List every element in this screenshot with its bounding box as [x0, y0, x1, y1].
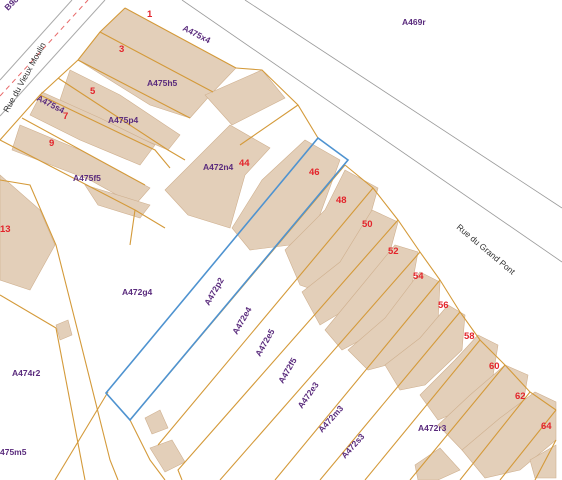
parcel-ref: A472p2 — [202, 276, 226, 307]
parcel-ref: A472s3 — [339, 431, 367, 460]
house-number: 7 — [63, 111, 68, 122]
parcel-ref: A474r2 — [12, 368, 41, 378]
house-number: 1 — [147, 9, 153, 20]
house-number: 5 — [90, 86, 96, 97]
house-number: 62 — [515, 391, 526, 402]
parcel-ref: 475m5 — [0, 447, 27, 457]
street-code-label: B98 — [2, 0, 20, 12]
parcel-ref: A472e5 — [253, 327, 277, 358]
house-number: 52 — [388, 246, 399, 257]
house-number: 46 — [309, 167, 320, 178]
house-number: 9 — [49, 138, 54, 149]
house-number: 60 — [489, 361, 500, 372]
house-numbers: 1 3 5 7 9 13 44 46 48 50 52 54 56 58 60 … — [0, 9, 552, 432]
house-number: 13 — [0, 224, 11, 235]
parcel-ref: A475p4 — [108, 115, 139, 125]
parcel-ref: A472r3 — [418, 423, 447, 433]
parcel-ref: A472e4 — [230, 305, 254, 336]
rue-vieux-moulin-road — [0, 0, 106, 117]
house-number: 48 — [336, 195, 347, 206]
parcel-ref: A472m3 — [316, 403, 345, 434]
house-number: 64 — [541, 421, 552, 432]
selected-parcel-outline[interactable] — [104, 136, 350, 422]
house-number: 54 — [413, 271, 424, 282]
house-number: 50 — [362, 219, 373, 230]
house-number: 56 — [438, 300, 449, 311]
buildings — [0, 7, 557, 480]
house-number: 3 — [119, 44, 124, 55]
parcel-ref: A472f5 — [276, 356, 299, 385]
house-number: 44 — [239, 158, 250, 169]
street-label-grand-pont: Rue du Grand Pont — [455, 222, 518, 277]
parcel-ref: A472g4 — [122, 287, 153, 297]
parcel-ref: A469r — [402, 17, 426, 27]
house-number: 58 — [464, 331, 475, 342]
parcel-ref: A472n4 — [203, 162, 234, 172]
parcel-ref: A475f5 — [73, 173, 101, 183]
road-edges — [181, 0, 562, 263]
parcel-ref: A472e3 — [295, 380, 320, 410]
parcel-ref: A475h5 — [147, 78, 178, 88]
